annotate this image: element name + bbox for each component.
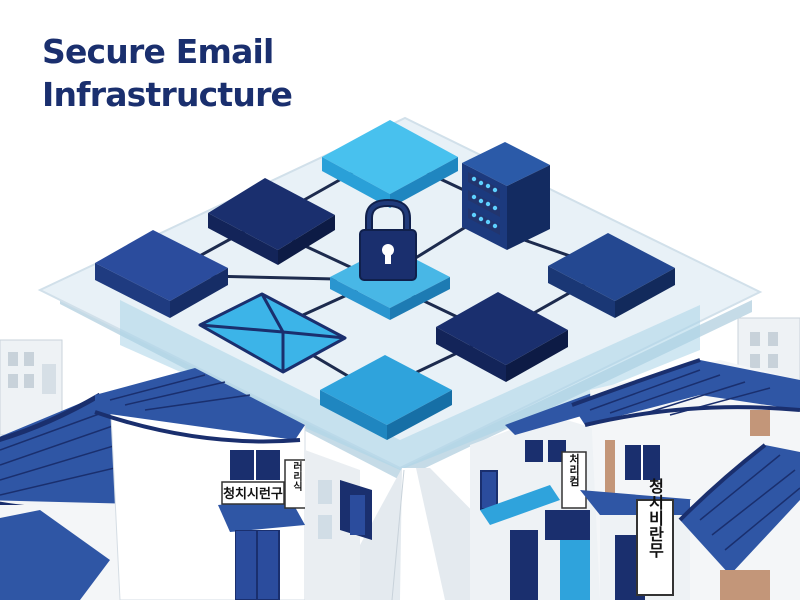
node-right [548,233,675,318]
page-title: Secure Email Infrastructure [42,32,293,114]
server-rack-icon [462,142,550,250]
node-left [95,230,228,318]
node-upper-left [208,178,335,265]
server-led-rows [468,172,500,235]
left-shop-sign-text: 청치시런구 [223,486,283,502]
left-vertical-sign-text: 러리식 [291,460,303,492]
node-bottom-center [320,355,452,440]
node-lower-right [436,292,568,382]
left-vertical-sign: 러리식 [284,459,308,509]
left-shop-sign: 청치시런구 [221,481,285,505]
right-hanok-houses: 처리컴 청시비란무 [470,358,800,600]
right-large-sign-text: 청시비란무 [646,477,665,559]
right-large-vertical-sign: 청시비란무 [636,477,674,596]
right-vertical-sign-text: 처리컴 [568,452,581,486]
right-vertical-sign: 처리컴 [561,451,587,509]
left-hanok-houses: 청치시런구 러리식 [0,368,372,600]
node-top-center [322,120,458,208]
envelope-icon [198,292,347,374]
padlock-icon [359,198,417,281]
